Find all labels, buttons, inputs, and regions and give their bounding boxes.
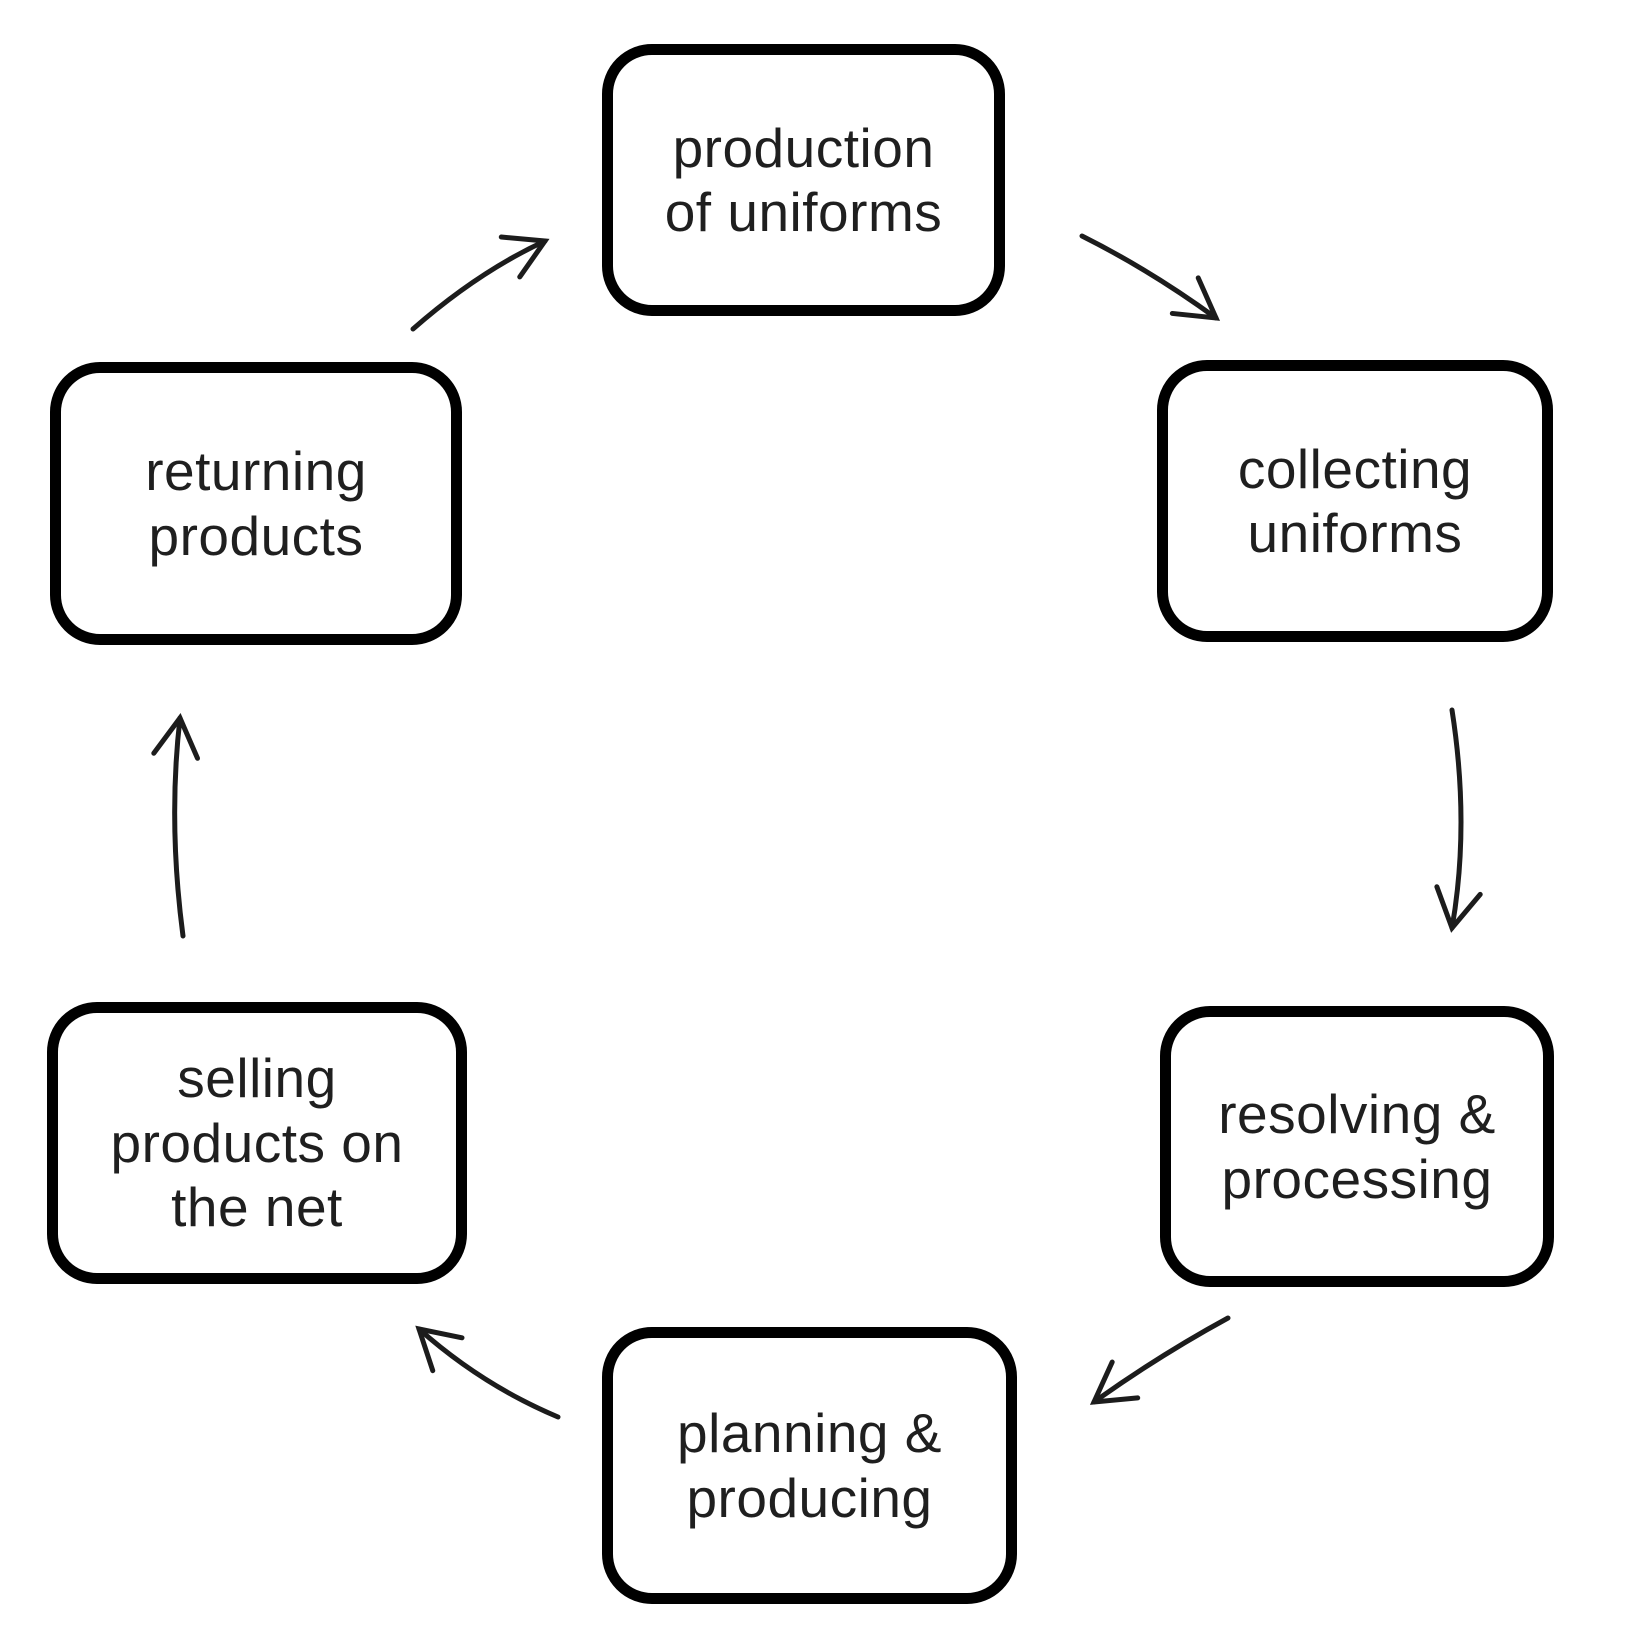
- node-planning-producing: planning & producing: [602, 1327, 1017, 1604]
- node-collecting-uniforms: collecting uniforms: [1157, 360, 1553, 642]
- node-returning-products-label: returning products: [145, 440, 367, 567]
- node-resolving-processing-label: resolving & processing: [1218, 1083, 1496, 1210]
- node-selling-products-on-the-net: selling products on the net: [47, 1002, 467, 1284]
- node-production-of-uniforms: production of uniforms: [602, 44, 1005, 316]
- node-returning-products: returning products: [50, 362, 462, 645]
- arrow-production-to-collecting: [1079, 233, 1221, 321]
- node-collecting-uniforms-label: collecting uniforms: [1237, 437, 1473, 564]
- arrow-collecting-to-resolving: [1434, 707, 1483, 933]
- arrow-selling-to-returning: [151, 713, 201, 939]
- arrow-resolving-to-planning: [1089, 1315, 1231, 1405]
- arrow-planning-to-selling: [415, 1325, 561, 1420]
- node-selling-products-on-the-net-label: selling products on the net: [110, 1047, 404, 1239]
- arrow-returning-to-production: [410, 234, 550, 332]
- node-resolving-processing: resolving & processing: [1160, 1006, 1554, 1287]
- node-planning-producing-label: planning & producing: [677, 1402, 942, 1529]
- node-production-of-uniforms-label: production of uniforms: [664, 116, 943, 243]
